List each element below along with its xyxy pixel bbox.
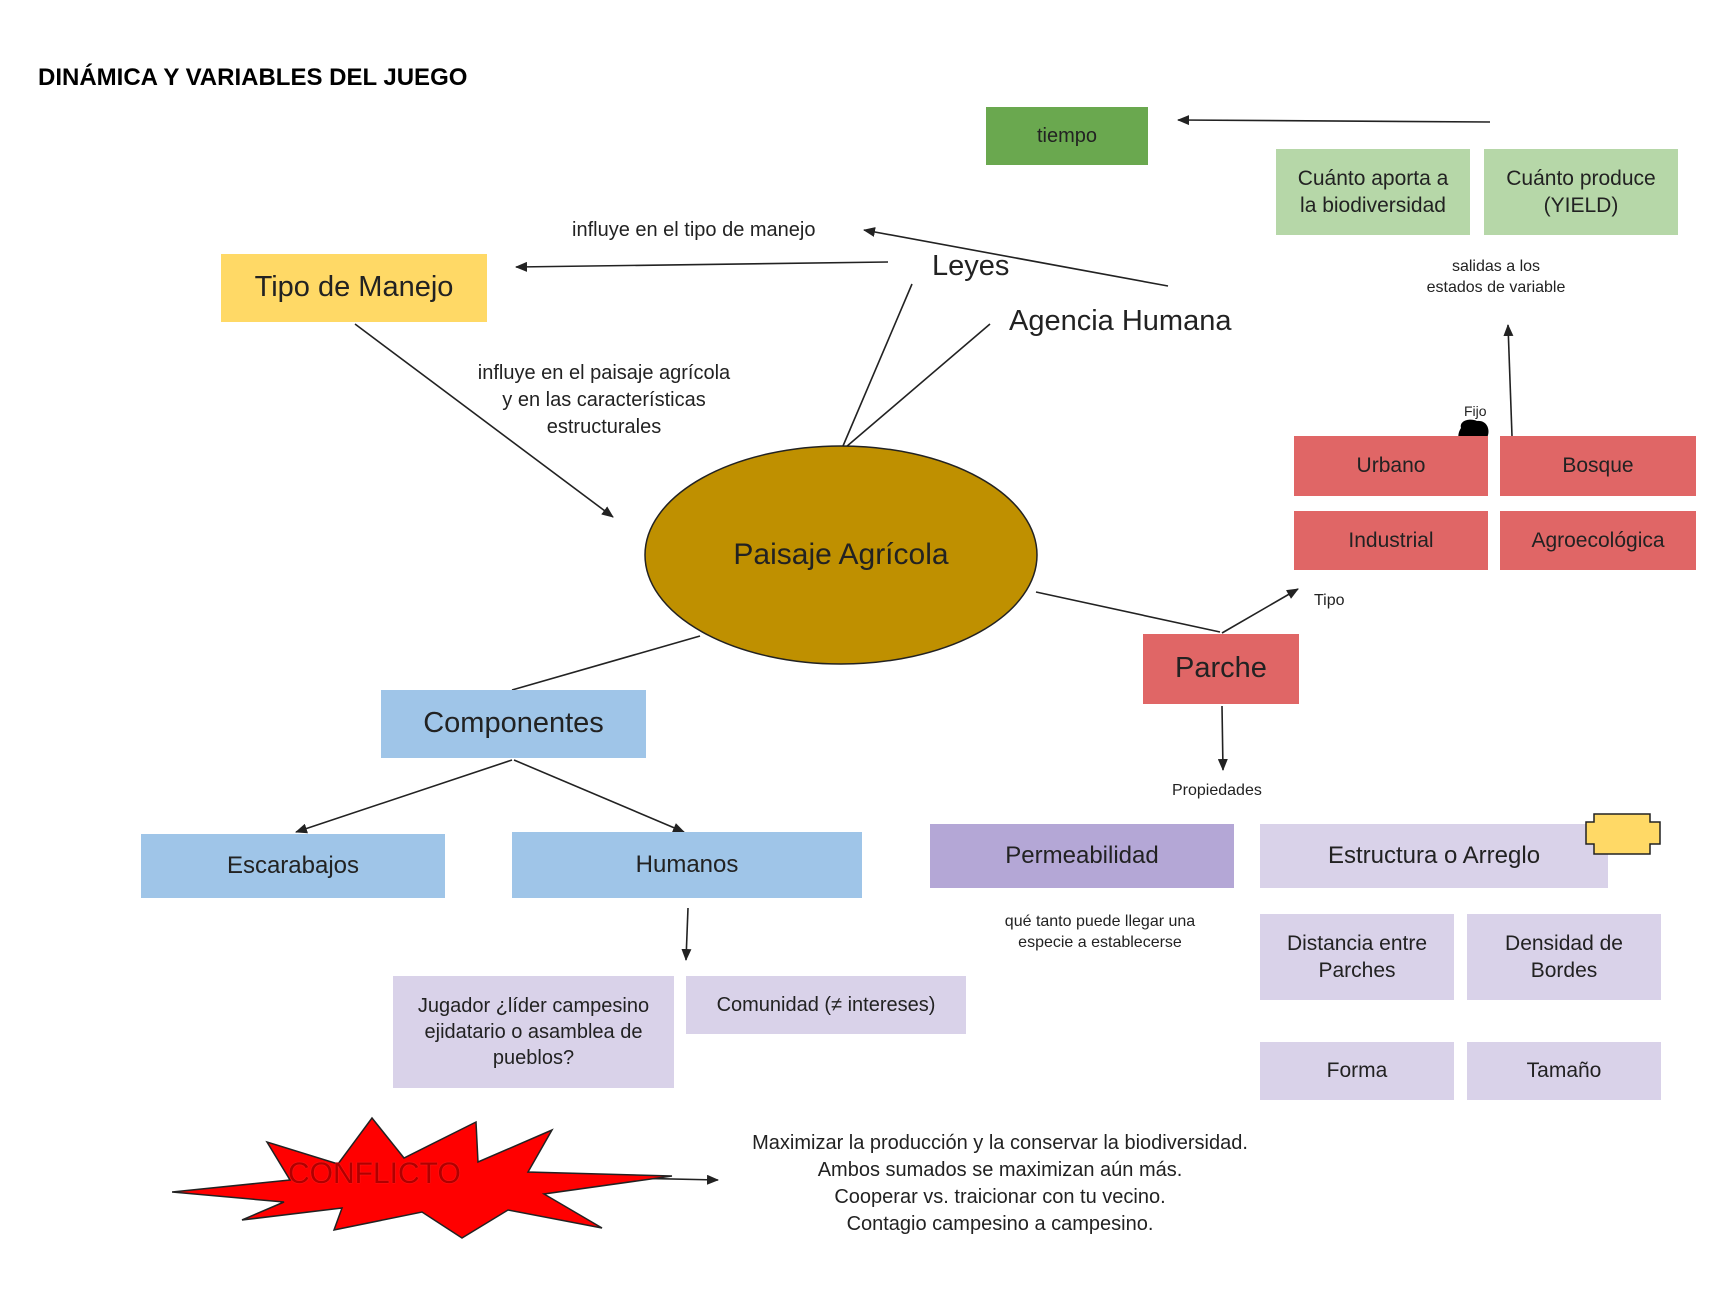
label-salidas-line1: salidas a los bbox=[1451, 258, 1541, 275]
node-jugador: Jugador ¿líder campesino ejidatario o as… bbox=[393, 976, 674, 1088]
yellow-plus-shape bbox=[1585, 813, 1661, 855]
line-leyes-to-paisaje bbox=[842, 283, 913, 447]
conflict-text-line4: Contagio campesino a campesino. bbox=[846, 1213, 1154, 1235]
arrow-humanos-to-jugador bbox=[681, 907, 692, 961]
node-humanos: Humanos bbox=[512, 832, 862, 898]
node-distancia-parches: Distancia entre Parches bbox=[1260, 914, 1454, 1000]
label-influye-paisaje-line1: influye en el paisaje agrícola bbox=[477, 362, 731, 384]
arrow-componentes-to-humanos bbox=[513, 759, 685, 833]
node-agroecologica: Agroecológica bbox=[1500, 511, 1696, 570]
node-industrial: Industrial bbox=[1294, 511, 1488, 570]
node-componentes: Componentes bbox=[381, 690, 646, 758]
conflict-label: CONFLICTO bbox=[288, 1157, 461, 1190]
arrow-leyes-to-manejo bbox=[515, 261, 889, 272]
arrow-componentes-to-escarabajos bbox=[295, 759, 513, 834]
page-title: DINÁMICA Y VARIABLES DEL JUEGO bbox=[38, 64, 468, 91]
node-biodiversidad-output: Cuánto aporta a la biodiversidad bbox=[1276, 149, 1470, 235]
node-yield-output: Cuánto produce (YIELD) bbox=[1484, 149, 1678, 235]
node-urbano: Urbano bbox=[1294, 436, 1488, 496]
label-permeabilidad-desc-line1: qué tanto puede llegar una bbox=[1004, 913, 1196, 930]
label-salidas-line2: estados de variable bbox=[1426, 279, 1566, 296]
arrow-manejo-to-paisaje bbox=[354, 323, 614, 518]
arrow-bosque-to-salidas bbox=[1503, 324, 1514, 437]
line-agencia-to-paisaje bbox=[845, 323, 991, 448]
node-permeabilidad: Permeabilidad bbox=[930, 824, 1234, 888]
node-bosque: Bosque bbox=[1500, 436, 1696, 496]
node-tipo-de-manejo: Tipo de Manejo bbox=[221, 254, 487, 322]
label-agencia-humana: Agencia Humana bbox=[1009, 305, 1232, 337]
node-paisaje-label: Paisaje Agrícola bbox=[733, 538, 949, 571]
arrow-parche-to-propiedades bbox=[1217, 705, 1228, 771]
node-comunidad: Comunidad (≠ intereses) bbox=[686, 976, 966, 1034]
label-influye-paisaje-line3: estructurales bbox=[546, 416, 662, 438]
node-paisaje-ellipse bbox=[644, 445, 1038, 665]
label-influye-paisaje-line2: y en las características bbox=[502, 389, 706, 411]
conflict-text-line1: Maximizar la producción y la conservar l… bbox=[752, 1132, 1248, 1154]
label-permeabilidad-desc-line2: especie a establecerse bbox=[1018, 934, 1182, 951]
label-tipo: Tipo bbox=[1314, 592, 1345, 609]
conflict-starburst-shape bbox=[172, 1116, 673, 1239]
line-paisaje-to-componentes bbox=[511, 635, 701, 691]
conflict-text-line2: Ambos sumados se maximizan aún más. bbox=[817, 1159, 1183, 1181]
arrow-to-tiempo bbox=[1177, 115, 1491, 126]
node-tiempo: tiempo bbox=[986, 107, 1148, 165]
node-forma: Forma bbox=[1260, 1042, 1454, 1100]
arrow-parche-to-tipo bbox=[1221, 588, 1299, 634]
label-propiedades: Propiedades bbox=[1172, 782, 1262, 799]
label-fijo: Fijo bbox=[1464, 403, 1487, 419]
arrow-agencia-to-influye bbox=[863, 227, 1169, 287]
node-escarabajos: Escarabajos bbox=[141, 834, 445, 898]
conflict-text-line3: Cooperar vs. traicionar con tu vecino. bbox=[834, 1186, 1166, 1208]
line-paisaje-to-parche bbox=[1035, 591, 1221, 633]
node-estructura: Estructura o Arreglo bbox=[1260, 824, 1608, 888]
node-tamano: Tamaño bbox=[1467, 1042, 1661, 1100]
label-leyes: Leyes bbox=[932, 250, 1010, 282]
node-parche: Parche bbox=[1143, 634, 1299, 704]
label-influye-manejo: influye en el tipo de manejo bbox=[572, 219, 816, 241]
node-densidad-bordes: Densidad de Bordes bbox=[1467, 914, 1661, 1000]
